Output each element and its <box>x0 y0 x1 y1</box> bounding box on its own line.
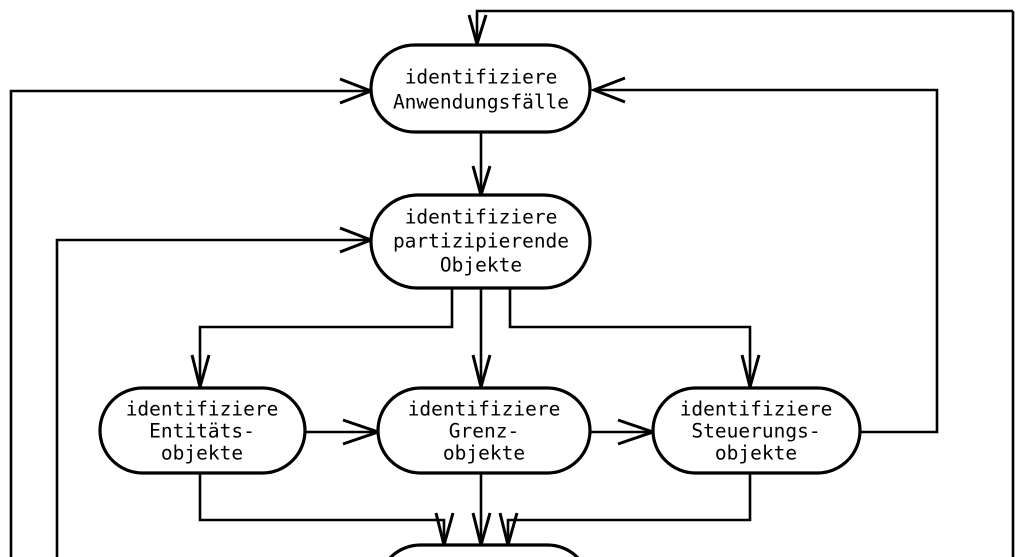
node-boundary-line3: objekte <box>443 442 525 465</box>
edge-left-inner-feedback-to-participating <box>55 238 367 557</box>
node-control-objects-shape <box>651 386 862 475</box>
node-use-cases-line1: identifiziere <box>405 66 558 89</box>
node-use-cases-shape <box>369 43 592 134</box>
node-boundary-line1: identifiziere <box>408 398 561 421</box>
edge-control-objects-to-use-cases <box>598 88 939 434</box>
node-participating-line2: partizipierende <box>393 230 569 253</box>
node-participating-objects-shape <box>369 193 592 290</box>
node-entity-line1: identifiziere <box>126 398 279 421</box>
nodes-layer: identifiziere Anwendungsfälle identifizi… <box>98 43 862 557</box>
node-control-line1: identifiziere <box>680 398 833 421</box>
edge-participating-to-entity <box>198 288 454 383</box>
node-participating-line1: identifiziere <box>405 206 558 229</box>
node-control-line2: Steuerungs- <box>691 420 820 443</box>
node-participating-objects[interactable]: identifiziere partizipierende Objekte <box>369 193 592 290</box>
node-control-line3: objekte <box>715 442 797 465</box>
node-use-cases[interactable]: identifiziere Anwendungsfälle <box>369 43 592 134</box>
node-entity-line3: objekte <box>161 442 243 465</box>
node-entity-line2: Entitäts- <box>149 420 255 443</box>
node-use-cases-line2: Anwendungsfälle <box>393 91 569 114</box>
edge-participating-to-control <box>508 288 752 383</box>
node-control-objects[interactable]: identifiziere Steuerungs- objekte <box>651 386 862 475</box>
node-boundary-objects-shape <box>376 386 592 475</box>
node-entity-objects[interactable]: identifiziere Entitäts- objekte <box>98 386 307 475</box>
edge-left-outer-feedback-to-use-cases <box>9 89 367 557</box>
node-entity-objects-shape <box>98 386 307 475</box>
node-participating-line3: Objekte <box>440 254 522 277</box>
edge-control-to-bottom-node <box>506 473 752 541</box>
node-boundary-objects[interactable]: identifiziere Grenz- objekte <box>376 386 592 475</box>
node-bottom-cropped-shape <box>388 543 580 557</box>
node-bottom-cropped[interactable] <box>378 543 590 557</box>
edge-top-feedback-to-use-cases <box>475 9 1013 40</box>
node-boundary-line2: Grenz- <box>449 420 519 443</box>
edge-entity-to-bottom-node <box>198 473 446 541</box>
arrowhead-right-into-use-cases <box>589 76 626 104</box>
